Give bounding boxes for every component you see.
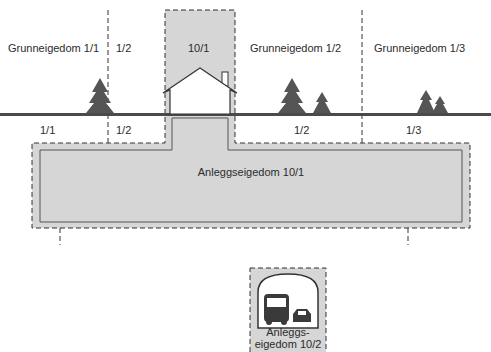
property-number: 1/2 (294, 124, 309, 137)
property-number: 1/2 (116, 124, 131, 137)
property-number: 1/2 (116, 42, 131, 55)
property-number: 1/3 (406, 124, 421, 137)
property-name: Anleggseigedom 10/1 (40, 166, 462, 178)
property-number: 1/1 (40, 124, 55, 137)
property-name: Grunneigedom 1/3 (374, 42, 465, 55)
construction-property: Anleggseigedom 10/1 (40, 150, 462, 222)
property-number: 10/1 (188, 42, 209, 55)
property-name: Grunneigedom 1/1 (8, 42, 99, 55)
tunnel-property: Anleggs- eigedom 10/2 (250, 268, 326, 352)
property-name: Anleggs- eigedom 10/2 (252, 326, 324, 350)
property-name: Grunneigedom 1/2 (250, 42, 341, 55)
